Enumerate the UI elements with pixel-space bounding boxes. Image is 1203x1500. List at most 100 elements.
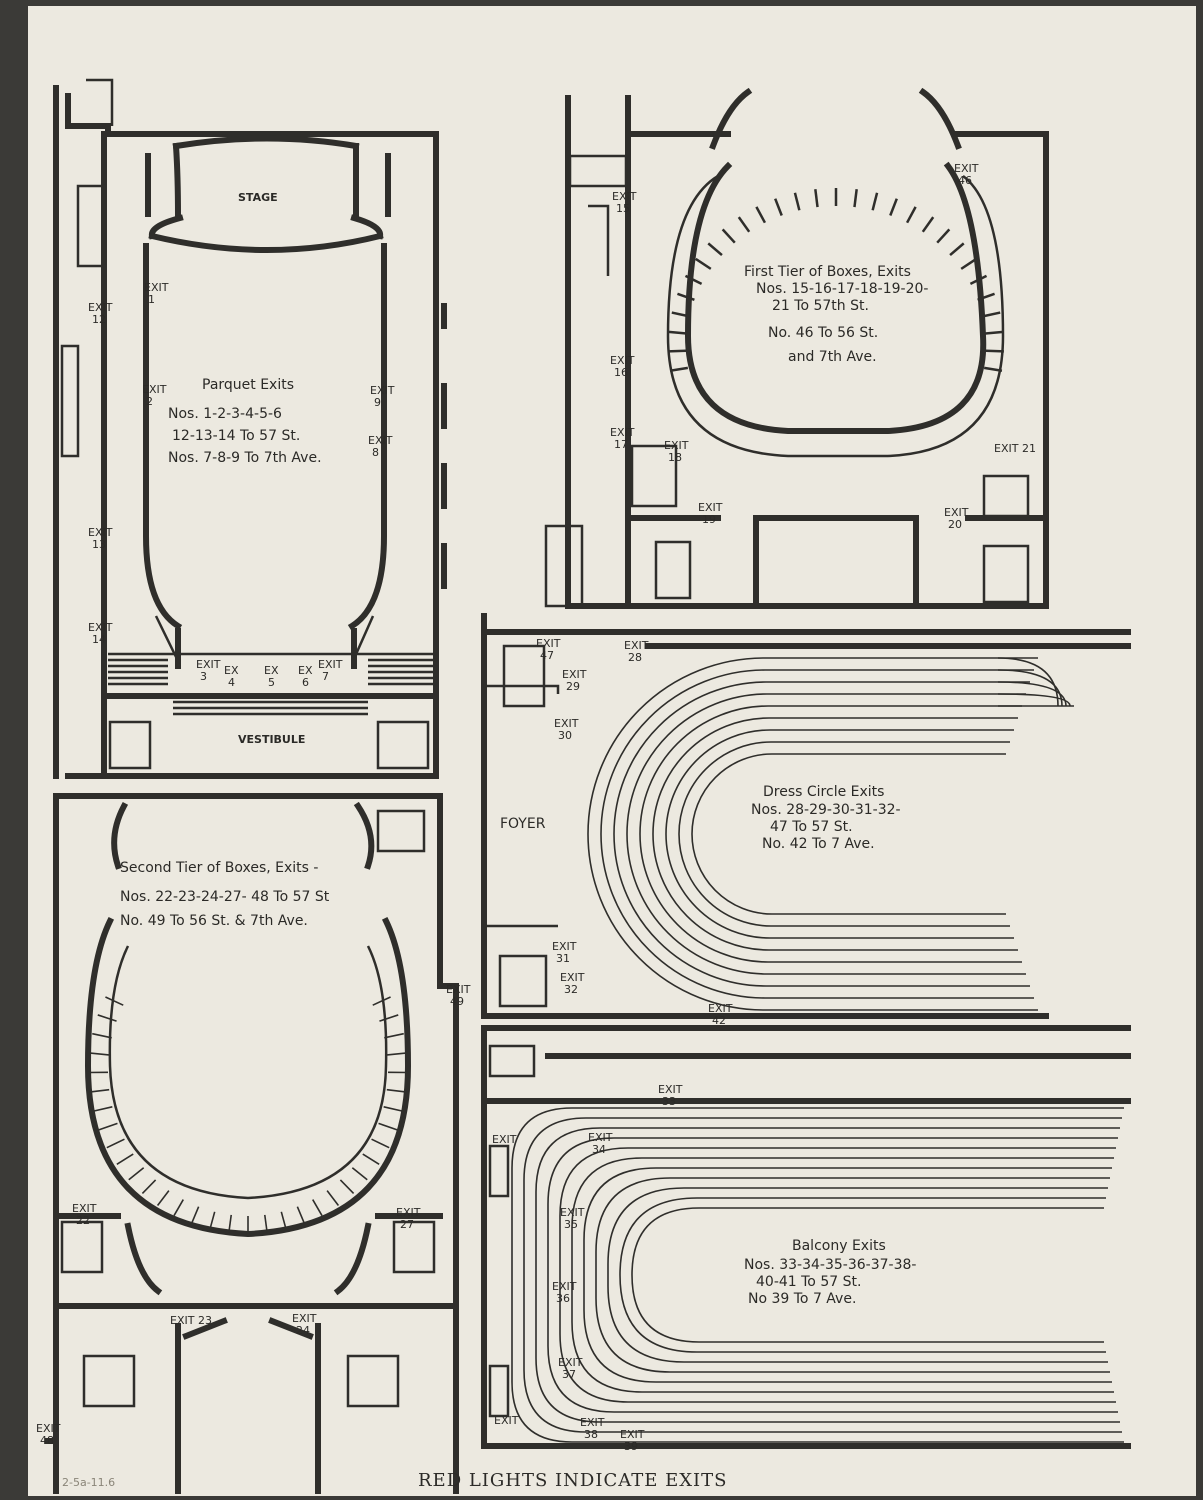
second-tier-box-divider bbox=[386, 1088, 407, 1093]
first-tier-line-4: No. 46 To 56 St. bbox=[768, 325, 878, 341]
exit-17-number: 17 bbox=[614, 438, 628, 451]
second-tier-line-2: Nos. 22-23-24-27- 48 To 57 St bbox=[120, 889, 330, 905]
exit-4-number: 4 bbox=[228, 676, 235, 689]
second-tier-stair-22 bbox=[60, 1220, 104, 1274]
exit-37-number: 37 bbox=[562, 1368, 576, 1381]
first-tier-box-divider bbox=[889, 198, 898, 216]
parquet-auditorium-walls bbox=[143, 243, 387, 631]
second-tier-outer-walls bbox=[45, 793, 459, 1494]
dress-circle-row bbox=[639, 705, 1022, 963]
balcony-line-3: 40-41 To 57 St. bbox=[756, 1274, 861, 1290]
parquet-stair-top bbox=[86, 78, 114, 126]
exit-33-word: EXIT bbox=[658, 1083, 683, 1096]
second-tier-box-divider bbox=[326, 1190, 340, 1206]
second-tier-box-divider bbox=[280, 1211, 287, 1230]
exit-38-word: EXIT bbox=[580, 1416, 605, 1429]
exit-2-word: EXIT bbox=[142, 383, 167, 396]
first-tier-stair-18 bbox=[630, 444, 678, 508]
second-tier-lobby-walls bbox=[175, 1323, 321, 1494]
dress-circle-row-end bbox=[997, 693, 1071, 707]
exit-12-number: 12 bbox=[92, 313, 106, 326]
exit-4-word: EX bbox=[224, 664, 239, 677]
first-tier-box-divider bbox=[905, 206, 917, 224]
first-tier-box-divider bbox=[983, 366, 1003, 372]
exit-7-number: 7 bbox=[322, 670, 329, 683]
dress-circle-line-2: Nos. 28-29-30-31-32- bbox=[751, 802, 901, 818]
foyer-label: FOYER bbox=[500, 816, 546, 832]
first-tier-outer-ring bbox=[666, 174, 1005, 458]
first-tier-box-divider bbox=[853, 189, 858, 208]
vestibule-label: VESTIBULE bbox=[238, 733, 305, 746]
first-tier-box-divider bbox=[669, 366, 689, 372]
dress-circle-line-4: No. 42 To 7 Ave. bbox=[762, 836, 875, 852]
dress-circle-row bbox=[691, 753, 1006, 915]
second-tier-box-divider bbox=[156, 1190, 170, 1206]
exit-30-number: 30 bbox=[558, 729, 572, 742]
balcony-line-1: Balcony Exits bbox=[792, 1238, 886, 1254]
exit-27-number: 27 bbox=[400, 1218, 414, 1231]
exit-35-number: 35 bbox=[564, 1218, 578, 1231]
first-tier-box-divider bbox=[695, 257, 712, 270]
exit-39-word: EXIT bbox=[620, 1428, 645, 1441]
parquet-side-panel bbox=[60, 344, 80, 458]
exit-30-word: EXIT bbox=[554, 717, 579, 730]
exit-24-number: 24 bbox=[296, 1324, 310, 1337]
second-tier-plan: Second Tier of Boxes, Exits - Nos. 22-23… bbox=[45, 793, 459, 1494]
exit-29-word: EXIT bbox=[562, 668, 587, 681]
first-tier-box-divider bbox=[737, 216, 751, 233]
exit-balc-lower-label: EXIT bbox=[494, 1414, 519, 1427]
second-tier-box-divider bbox=[379, 1014, 399, 1022]
balcony-row bbox=[631, 1207, 1104, 1343]
parquet-line-2: 12-13-14 To 57 St. bbox=[172, 428, 300, 444]
dress-circle-stair-bottom bbox=[498, 954, 548, 1008]
first-tier-box-divider bbox=[668, 330, 687, 335]
exit-32-word: EXIT bbox=[560, 971, 585, 984]
exit-49-word: EXIT bbox=[446, 983, 471, 996]
exit-22-number: 22 bbox=[76, 1214, 90, 1227]
balcony-door-lower bbox=[488, 1364, 510, 1418]
parquet-rear-posts bbox=[175, 628, 357, 669]
second-tier-box-divider bbox=[312, 1199, 323, 1216]
footer-caption: RED LIGHTS INDICATE EXITS bbox=[418, 1470, 728, 1491]
balcony-row bbox=[607, 1187, 1108, 1363]
second-tier-box-divider bbox=[228, 1214, 233, 1233]
exit-31-number: 31 bbox=[556, 952, 570, 965]
second-tier-line-1: Second Tier of Boxes, Exits - bbox=[120, 860, 318, 876]
dress-circle-line-1: Dress Circle Exits bbox=[763, 784, 884, 800]
second-tier-box-divider bbox=[296, 1206, 306, 1224]
second-tier-box-divider bbox=[351, 1167, 368, 1181]
dress-circle-row bbox=[600, 669, 1034, 999]
exit-24-word: EXIT bbox=[292, 1312, 317, 1325]
exit-37-word: EXIT bbox=[558, 1356, 583, 1369]
balcony-row bbox=[511, 1107, 1124, 1443]
second-tier-box-divider bbox=[141, 1179, 157, 1195]
balcony-stair-top bbox=[488, 1044, 536, 1078]
second-tier-box-divider bbox=[128, 1167, 145, 1181]
exit-2-number: 2 bbox=[146, 395, 153, 408]
exit-16-number: 16 bbox=[614, 366, 628, 379]
second-tier-box-divider bbox=[371, 1138, 390, 1149]
second-tier-stair-27 bbox=[392, 1220, 436, 1274]
exit-27-word: EXIT bbox=[396, 1206, 421, 1219]
dress-circle-row-end bbox=[997, 681, 1067, 707]
parquet-rear-steps-left bbox=[108, 652, 436, 686]
first-tier-box-divider bbox=[977, 292, 995, 301]
second-tier-box-divider bbox=[378, 1122, 398, 1131]
floor-plan-sheet: STAGE VESTIBULE Parquet Exits Nos. 1-2-3… bbox=[28, 6, 1196, 1496]
first-tier-partition bbox=[588, 204, 610, 276]
balcony-row bbox=[583, 1167, 1112, 1383]
first-tier-box-divider bbox=[814, 189, 819, 208]
dress-circle-row bbox=[613, 681, 1030, 987]
parquet-plan: STAGE VESTIBULE Parquet Exits Nos. 1-2-3… bbox=[53, 78, 447, 779]
